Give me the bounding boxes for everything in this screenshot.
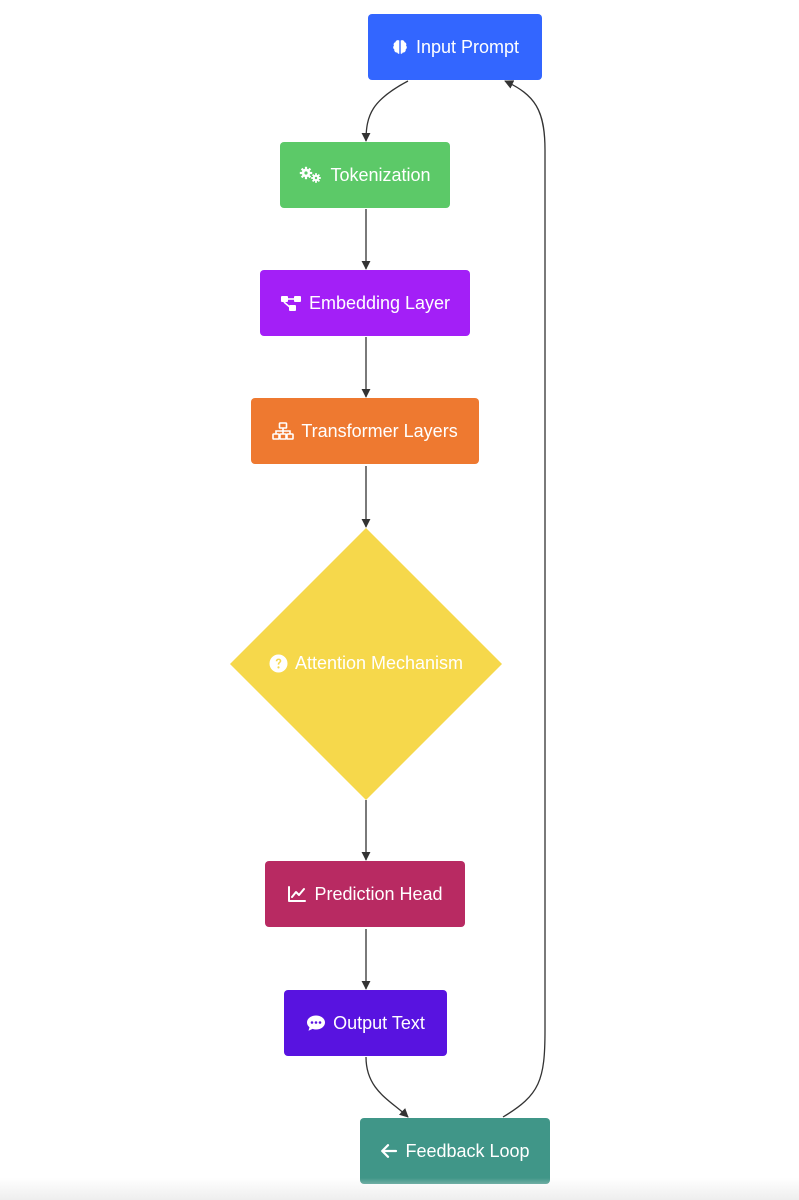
arrow-left-icon bbox=[380, 1143, 398, 1159]
node-label: Attention Mechanism bbox=[294, 652, 464, 673]
network-nodes-icon bbox=[280, 294, 302, 312]
node-label: Output Text bbox=[333, 1012, 425, 1033]
node-output-text[interactable]: Output Text bbox=[284, 990, 447, 1056]
node-label: Tokenization bbox=[330, 164, 431, 185]
node-attention-mechanism[interactable] bbox=[230, 528, 502, 800]
node-label: Transformer Layers bbox=[301, 420, 458, 441]
question-circle-icon bbox=[269, 654, 288, 673]
comment-dots-icon bbox=[306, 1014, 326, 1032]
edge-input-to-tokenization bbox=[361, 80, 409, 142]
node-input-prompt[interactable]: Input Prompt bbox=[368, 14, 542, 80]
bottom-shadow bbox=[0, 1178, 799, 1200]
node-embedding-layer[interactable]: Embedding Layer bbox=[260, 270, 470, 336]
edge-output-to-feedback bbox=[365, 1056, 409, 1118]
node-label: Prediction Head bbox=[314, 883, 443, 904]
node-label: Input Prompt bbox=[415, 36, 520, 57]
node-prediction-head[interactable]: Prediction Head bbox=[265, 861, 465, 927]
hierarchy-icon bbox=[272, 422, 295, 440]
edge-feedback-to-input bbox=[502, 80, 546, 1118]
node-label: Embedding Layer bbox=[308, 292, 451, 313]
node-label: Feedback Loop bbox=[405, 1140, 530, 1161]
chart-line-icon bbox=[287, 885, 307, 903]
node-tokenization[interactable]: Tokenization bbox=[280, 142, 450, 208]
brain-icon bbox=[391, 38, 409, 56]
decision-diamond bbox=[230, 528, 502, 800]
node-feedback-loop[interactable]: Feedback Loop bbox=[360, 1118, 550, 1184]
gears-icon bbox=[299, 166, 323, 184]
node-attention-label: Attention Mechanism bbox=[258, 648, 474, 678]
node-transformer-layers[interactable]: Transformer Layers bbox=[251, 398, 479, 464]
